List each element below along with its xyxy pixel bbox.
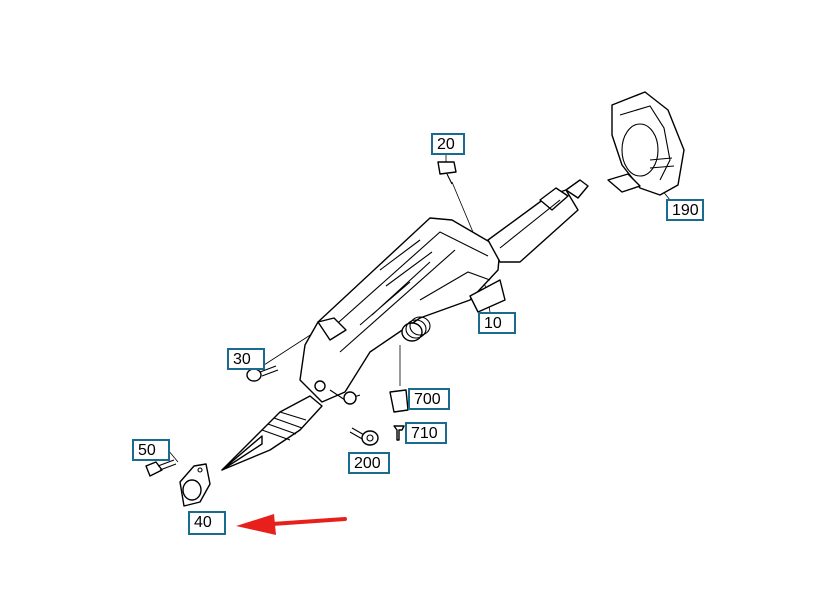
callout-710: 710 [405, 422, 447, 444]
bolt-200 [349, 427, 379, 446]
callout-10: 10 [478, 312, 516, 334]
callout-190: 190 [666, 199, 704, 221]
part-700 [389, 389, 409, 413]
callout-700: 700 [408, 388, 450, 410]
callout-40: 40 [188, 511, 226, 535]
bearing-flange-40 [179, 463, 211, 507]
callout-200: 200 [348, 452, 390, 474]
upper-shaft [469, 179, 589, 313]
bolt-20 [437, 161, 457, 185]
callout-20: 20 [431, 133, 465, 155]
part-710 [393, 425, 405, 441]
pointer-arrow [236, 514, 347, 535]
bolt-50 [145, 459, 177, 477]
coil-spring [401, 316, 431, 342]
steering-column-housing [299, 217, 501, 405]
callout-30: 30 [227, 348, 265, 370]
clock-spring-housing [607, 91, 685, 196]
callout-50: 50 [132, 439, 170, 461]
lower-shaft [221, 395, 323, 471]
